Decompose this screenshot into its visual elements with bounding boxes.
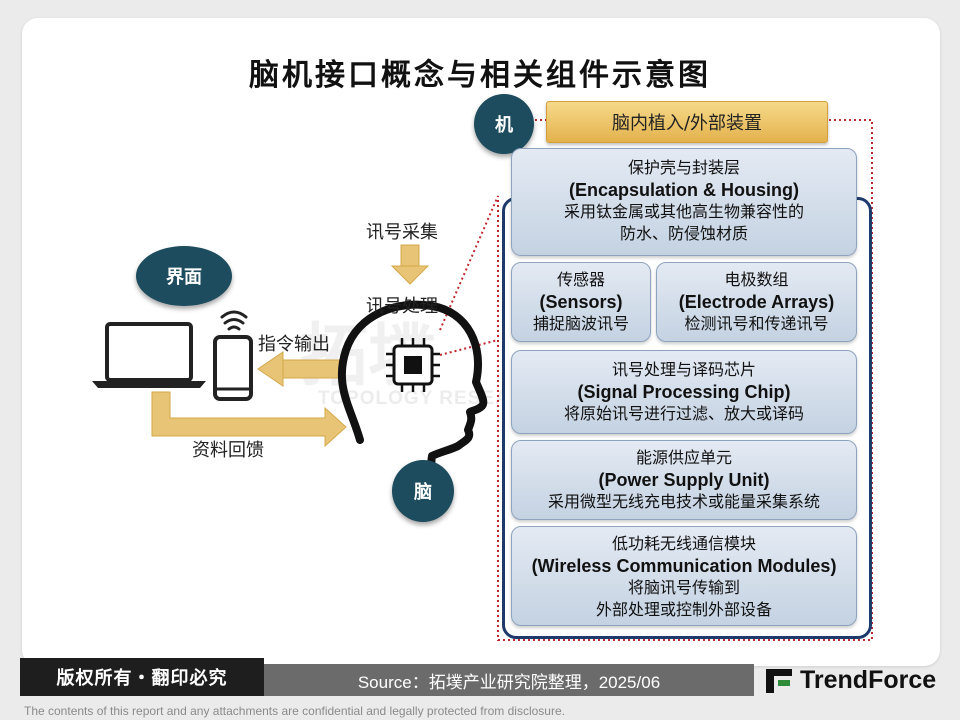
chip-desc: 将原始讯号进行过滤、放大或译码 xyxy=(563,404,804,423)
device-banner: 脑内植入/外部装置 xyxy=(546,101,828,143)
dotted-connector-top xyxy=(439,119,873,641)
encapsulation-desc2: 防水、防侵蚀材质 xyxy=(619,224,748,243)
trendforce-logo-icon xyxy=(766,669,792,693)
brand-logo: TrendForce xyxy=(764,662,936,698)
wireless-desc1: 将脑讯号传输到 xyxy=(627,578,740,597)
chip-box: 讯号处理与译码芯片 (Signal Processing Chip) 将原始讯号… xyxy=(511,350,857,434)
wireless-desc2: 外部处理或控制外部设备 xyxy=(595,600,772,619)
brand-name: TrendForce xyxy=(800,665,937,694)
power-en: (Power Supply Unit) xyxy=(598,470,770,490)
page-title: 脑机接口概念与相关组件示意图 xyxy=(249,58,711,93)
arrow-left-icon xyxy=(257,351,345,387)
phone-icon xyxy=(213,335,253,401)
sensors-en: (Sensors) xyxy=(539,292,623,312)
chip-en: (Signal Processing Chip) xyxy=(577,382,791,402)
chip-title: 讯号处理与译码芯片 xyxy=(611,360,756,379)
command-output-label: 指令输出 xyxy=(258,334,330,355)
signal-process-label: 讯号处理 xyxy=(366,296,438,317)
disclaimer: The contents of this report and any atta… xyxy=(24,704,565,718)
power-desc: 采用微型无线充电技术或能量采集系统 xyxy=(547,492,820,511)
machine-node: 机 xyxy=(474,94,534,154)
sensors-title: 传感器 xyxy=(556,270,605,289)
power-box: 能源供应单元 (Power Supply Unit) 采用微型无线充电技术或能量… xyxy=(511,440,857,520)
sensors-desc: 捕捉脑波讯号 xyxy=(532,314,629,333)
wireless-title: 低功耗无线通信模块 xyxy=(611,534,756,553)
source-label: Source：拓墣产业研究院整理，2025/06 xyxy=(264,664,754,696)
encapsulation-desc1: 采用钛金属或其他高生物兼容性的 xyxy=(563,202,804,221)
interface-node: 界面 xyxy=(136,246,232,306)
chip-icon xyxy=(386,338,440,392)
arrow-down-icon xyxy=(390,244,430,285)
data-feedback-label: 资料回馈 xyxy=(192,440,264,461)
wireless-box: 低功耗无线通信模块 (Wireless Communication Module… xyxy=(511,526,857,626)
power-title: 能源供应单元 xyxy=(635,448,732,467)
laptop-icon xyxy=(92,322,206,388)
electrodes-title: 电极数组 xyxy=(724,270,789,289)
brain-node: 脑 xyxy=(392,460,454,522)
wifi-icon xyxy=(220,310,248,331)
electrodes-box: 电极数组 (Electrode Arrays) 检测讯号和传递讯号 xyxy=(656,262,857,342)
encapsulation-box: 保护壳与封装层 (Encapsulation & Housing) 采用钛金属或… xyxy=(511,148,857,256)
footer: 版权所有・翻印必究 Source：拓墣产业研究院整理，2025/06 Trend… xyxy=(0,658,960,704)
head-outline-icon xyxy=(337,300,488,488)
wireless-en: (Wireless Communication Modules) xyxy=(531,556,837,576)
electrodes-en: (Electrode Arrays) xyxy=(678,292,835,312)
sensors-box: 传感器 (Sensors) 捕捉脑波讯号 xyxy=(511,262,651,342)
encapsulation-title: 保护壳与封装层 xyxy=(627,158,740,177)
dotted-connector-mid xyxy=(439,339,499,356)
copyright-label: 版权所有・翻印必究 xyxy=(20,658,264,696)
encapsulation-en: (Encapsulation & Housing) xyxy=(568,180,799,200)
electrodes-desc: 检测讯号和传递讯号 xyxy=(684,314,829,333)
arrow-feedback-icon xyxy=(151,391,347,448)
signal-collect-label: 讯号采集 xyxy=(366,222,438,243)
